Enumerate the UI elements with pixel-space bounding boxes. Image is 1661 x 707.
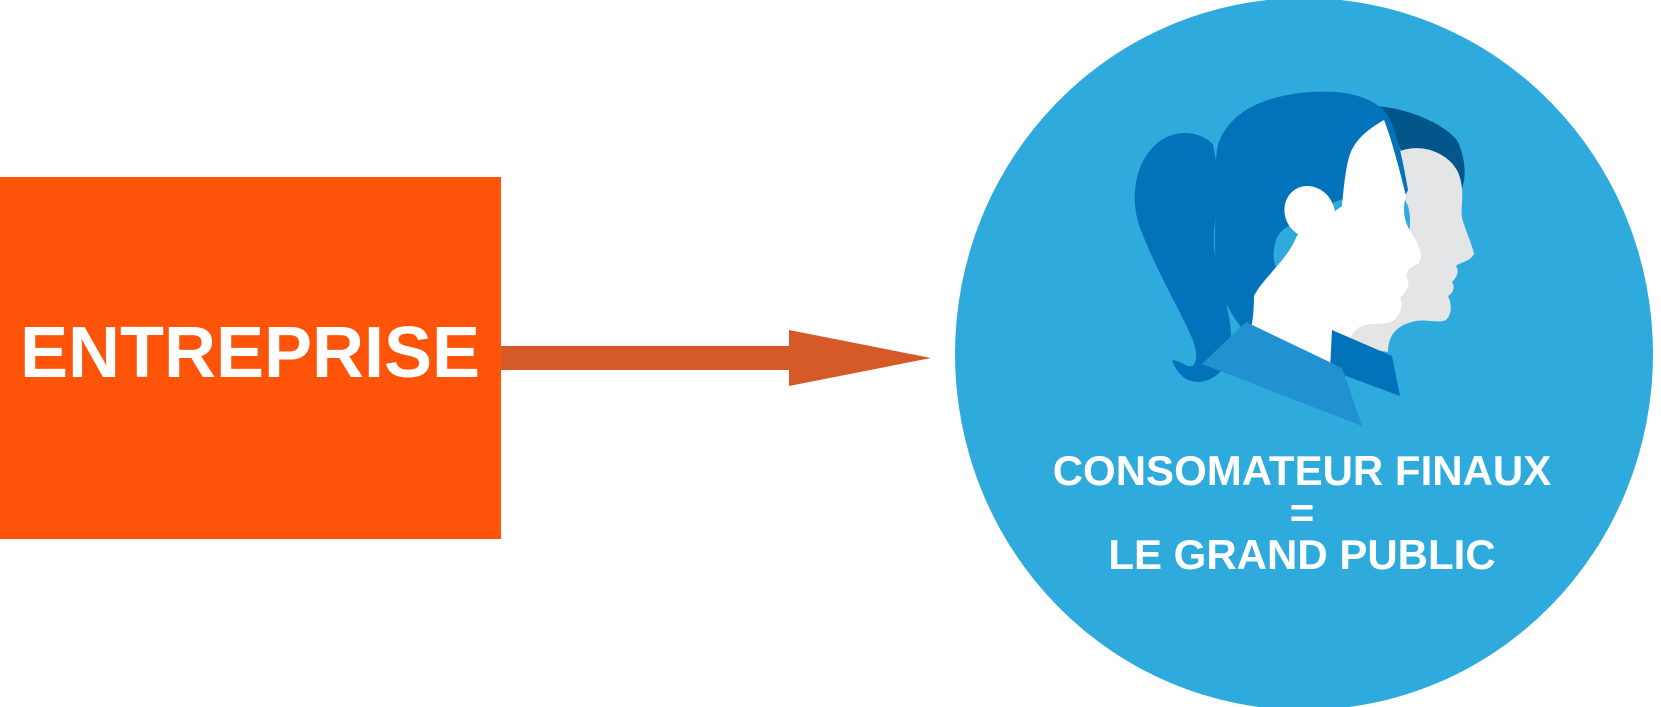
consumer-heads-icon [1134, 91, 1474, 426]
arrow-head [789, 330, 931, 386]
back-head-face [1328, 148, 1474, 352]
collar-right [1330, 330, 1400, 396]
consumer-label-line1: CONSOMATEUR FINAUX [1053, 447, 1552, 494]
flow-arrow [501, 330, 931, 386]
collar-left [1202, 322, 1362, 426]
front-head-face [1246, 120, 1421, 386]
consumer-node: CONSOMATEUR FINAUX = LE GRAND PUBLIC [955, 0, 1653, 707]
entreprise-node: ENTREPRISE [0, 177, 501, 539]
entreprise-label: ENTREPRISE [20, 313, 480, 393]
consumer-label-equals: = [1290, 489, 1315, 536]
consumer-label-line3: LE GRAND PUBLIC [1108, 531, 1495, 578]
entreprise-box [0, 177, 501, 539]
front-head-hair [1134, 132, 1232, 382]
arrow-shaft [501, 346, 791, 370]
